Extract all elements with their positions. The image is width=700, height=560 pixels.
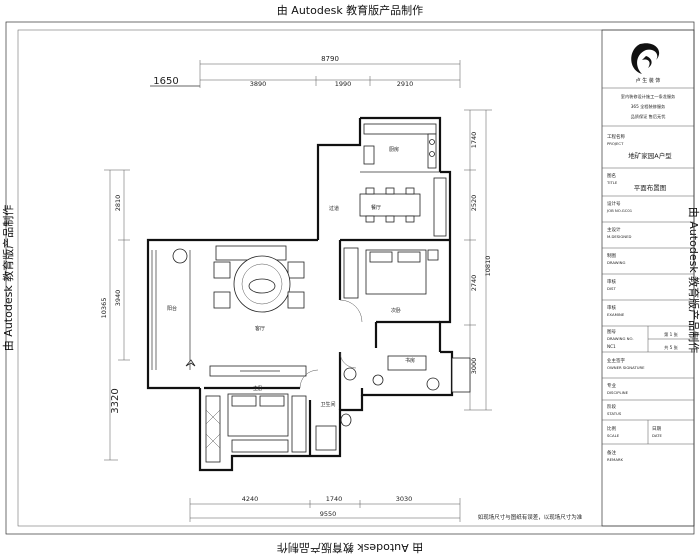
drawing-no-label-cn: 图号 — [607, 329, 616, 335]
room-label-bedroom-second: 次卧 — [391, 307, 401, 314]
room-label-kitchen: 厨房 — [389, 146, 399, 153]
toilet — [340, 413, 352, 427]
coffee-table — [248, 278, 276, 294]
bottom-dimension-lines — [189, 498, 461, 522]
washbasin — [343, 367, 357, 381]
watermark-bottom: 由 Autodesk 教育版产品制作 — [277, 541, 423, 555]
status-label-en: STATUS — [607, 411, 622, 416]
project-label-cn: 工程名称 — [607, 133, 625, 140]
dining-cabinet — [433, 177, 447, 237]
drawing-label-en: DRAWING — [607, 260, 626, 265]
room-label-living: 客厅 — [255, 325, 265, 332]
discipline-label-en: DISCIPLINE — [607, 390, 629, 395]
page-label: 第 1 张 — [664, 331, 679, 338]
room-label-master: 主卧 — [253, 385, 263, 392]
dim-bottom-total: 9550 — [320, 510, 337, 518]
dim-left-bottom: 3320 — [110, 388, 121, 413]
dim-top-left-offset: 1650 — [153, 76, 178, 87]
dim-top-seg-2: 1990 — [335, 80, 352, 88]
drawing-no-value: NC1 — [607, 344, 616, 349]
room-label-balcony: 阳台 — [167, 305, 177, 312]
status-label-cn: 阶段 — [607, 403, 616, 410]
plant — [172, 248, 188, 264]
company-logo — [631, 43, 660, 74]
owner-label-cn: 业主签字 — [607, 357, 625, 364]
fridge — [363, 145, 375, 165]
kitchen-stove — [427, 133, 437, 169]
furniture — [172, 123, 471, 463]
wardrobe-second — [343, 247, 359, 299]
dim-right-3: 2740 — [470, 275, 478, 292]
dim-right-total: 10810 — [484, 256, 492, 277]
dim-left-1: 2810 — [114, 195, 122, 212]
company-line-2: 365 全程装修服务 — [631, 103, 666, 110]
title-label-en: TITLE — [606, 180, 618, 185]
room-label-dining: 餐厅 — [371, 204, 381, 211]
job-label-cn: 设计号 — [607, 200, 621, 207]
date-label-en: DATE — [652, 433, 662, 438]
total-label: 共 5 张 — [664, 344, 679, 351]
dim-bottom-seg-1: 4240 — [242, 495, 259, 503]
scale-label-cn: 比例 — [607, 425, 616, 432]
project-label-en: PROJECT — [607, 141, 624, 146]
company-line-3: 品质保证 售后无忧 — [631, 113, 666, 120]
dim-left-2: 3940 — [114, 290, 122, 307]
dim-top-total: 8790 — [321, 55, 339, 63]
exam-label-en: EXAMINE — [607, 312, 625, 317]
designed-label-cn: 主设计 — [607, 226, 621, 233]
armchair-right — [287, 261, 305, 279]
date-label-cn: 日期 — [652, 426, 661, 432]
title-label-cn: 图名 — [607, 172, 616, 179]
remark-label-en: REMARK — [607, 457, 624, 462]
watermark-left: 由 Autodesk 教育版产品制作 — [1, 205, 15, 351]
title-block — [601, 29, 695, 527]
watermark-right: 由 Autodesk 教育版产品制作 — [687, 207, 700, 353]
drawing-no-label-en: DRAWING NO. — [607, 336, 634, 341]
kitchen-counter — [363, 123, 437, 135]
dining-table — [359, 193, 421, 217]
project-value: 地矿家园A户型 — [628, 151, 672, 160]
job-label-en: JOB NO.GC01 — [606, 208, 633, 213]
dim-left-total: 10365 — [100, 298, 108, 319]
designed-label-en: M.DESIGNED — [607, 234, 632, 239]
check-label-en: DIST — [607, 286, 616, 291]
left-dimension-lines — [104, 169, 130, 461]
balcony-window — [151, 250, 157, 370]
exam-label-cn: 审核 — [607, 304, 616, 311]
logo-caption: 卢 生 装 饰 — [636, 77, 661, 84]
dim-bottom-seg-2: 1740 — [326, 495, 343, 503]
dim-right-4: 3000 — [470, 358, 478, 375]
dim-bottom-seg-3: 3030 — [396, 495, 413, 503]
dim-top-seg-1: 3890 — [250, 80, 267, 88]
wardrobe-master — [205, 395, 221, 463]
armchair-left — [213, 261, 231, 279]
study-bay-window — [451, 357, 471, 393]
dim-top-seg-3: 2910 — [397, 80, 414, 88]
room-label-study: 书房 — [405, 357, 415, 364]
company-line-1: 室内装修设计施工一条龙服务 — [621, 93, 676, 100]
floor-plan-walls — [146, 116, 454, 472]
owner-label-en: OWNER SIGNATURE — [607, 365, 645, 370]
check-label-cn: 审核 — [607, 278, 616, 285]
title-value: 平面布置图 — [634, 183, 667, 192]
study-sofa — [387, 355, 427, 371]
drawing-note: 如现场尺寸与图纸有误差，以现场尺寸为准 — [478, 513, 583, 521]
scale-label-en: SCALE — [607, 433, 620, 438]
room-label-corridor: 过道 — [329, 205, 339, 212]
room-label-bathroom: 卫生间 — [320, 401, 335, 408]
watermark-top: 由 Autodesk 教育版产品制作 — [277, 3, 423, 17]
drawing-label-cn: 制图 — [607, 252, 616, 259]
dim-right-1: 1740 — [470, 132, 478, 149]
top-dimension-lines — [150, 60, 461, 88]
remark-label-cn: 备注 — [607, 449, 616, 456]
bathtub — [315, 425, 337, 451]
dim-right-2: 2520 — [470, 195, 478, 212]
discipline-label-cn: 专业 — [607, 382, 616, 389]
